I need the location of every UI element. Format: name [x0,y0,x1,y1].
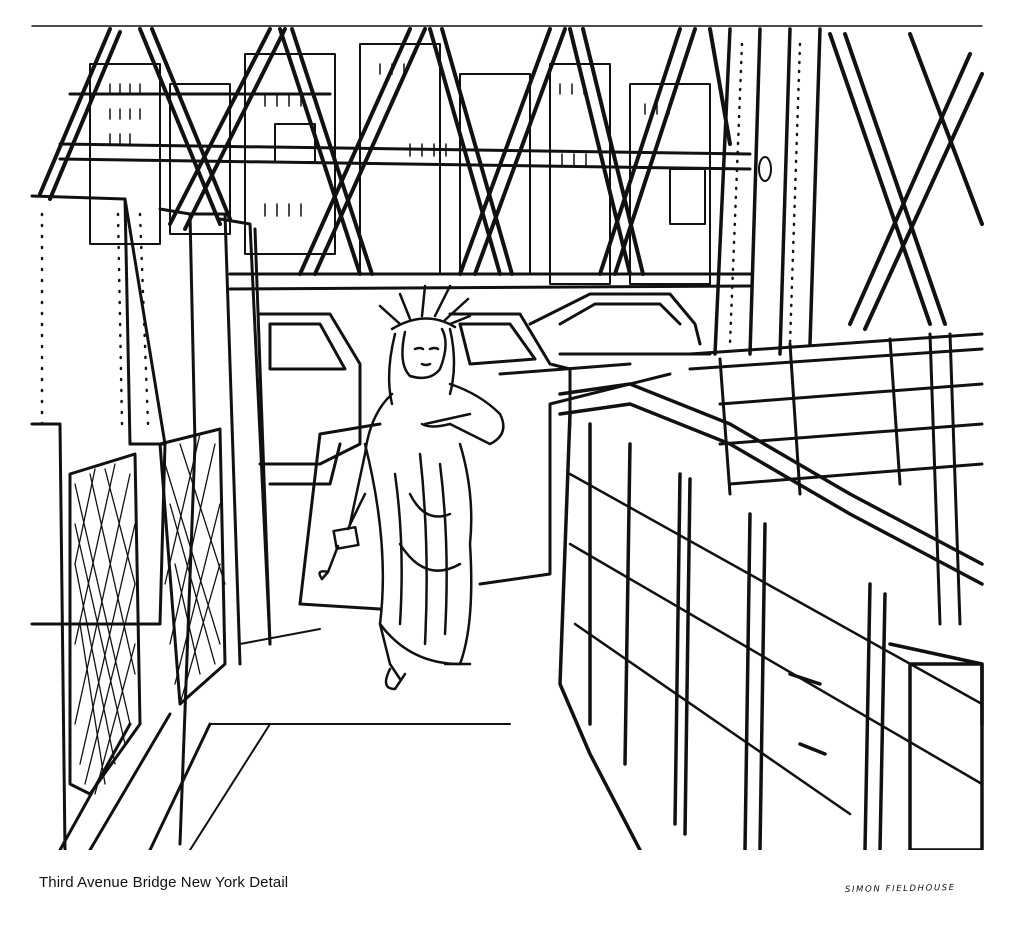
jersey-barrier [298,362,672,611]
artist-signature: SIMON FIELDHOUSE [844,883,956,895]
steel-column [713,27,822,356]
bridge-drawing [30,24,984,850]
near-railing [558,382,984,850]
walkway [189,628,511,850]
line-drawing-illustration [30,25,984,850]
far-railing [688,332,984,626]
drawing-caption: Third Avenue Bridge New York Detail [39,874,289,891]
cars [258,292,712,486]
left-lattice-fence [30,422,227,850]
statue-of-liberty-figure [318,284,505,691]
